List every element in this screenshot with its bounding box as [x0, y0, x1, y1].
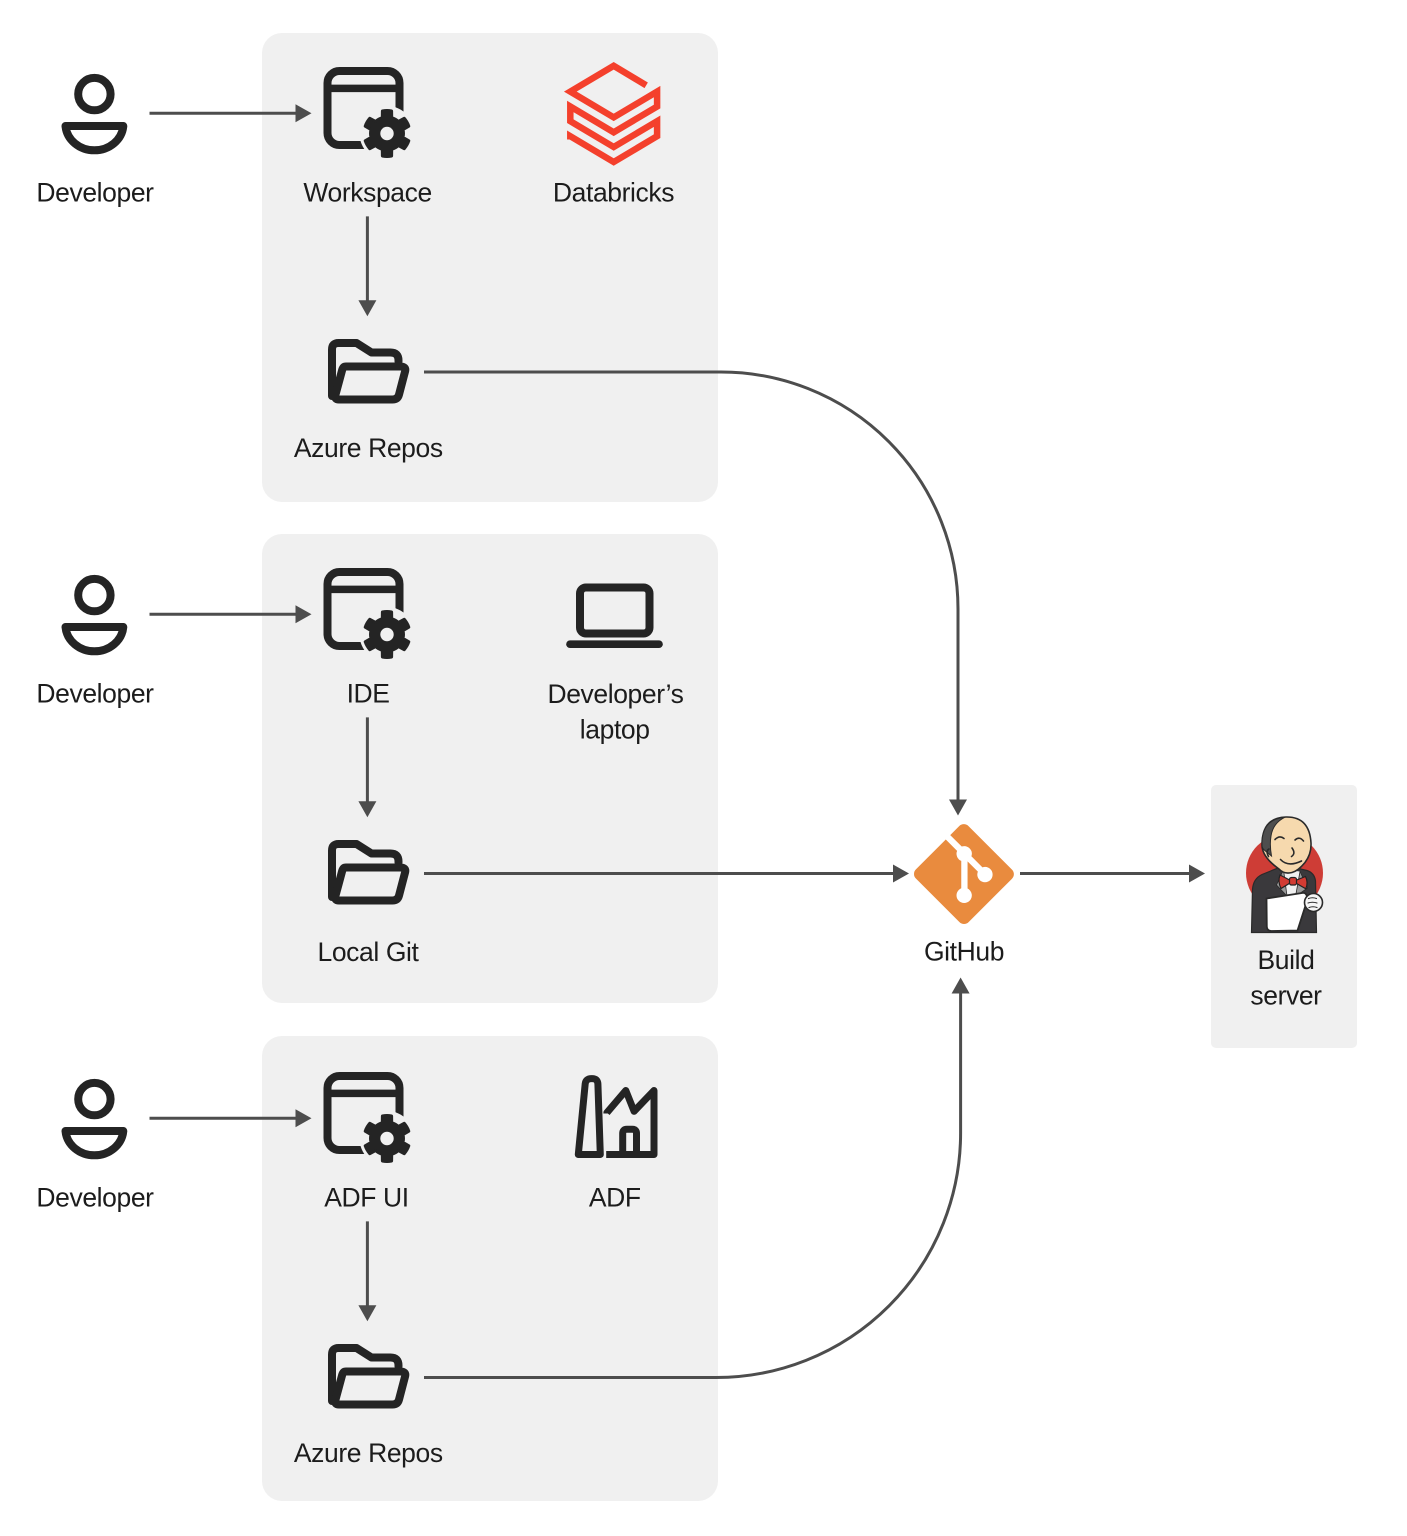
svg-text:ADF UI: ADF UI: [324, 1183, 408, 1213]
svg-text:Azure Repos: Azure Repos: [294, 1438, 443, 1468]
svg-text:Developer: Developer: [36, 1183, 154, 1213]
svg-text:server: server: [1250, 981, 1322, 1011]
svg-text:Local Git: Local Git: [318, 937, 420, 967]
svg-text:Build: Build: [1258, 945, 1315, 975]
svg-text:Workspace: Workspace: [303, 178, 431, 208]
svg-text:laptop: laptop: [580, 715, 650, 745]
svg-text:Databricks: Databricks: [553, 178, 674, 208]
svg-text:GitHub: GitHub: [924, 937, 1004, 967]
svg-text:Developer: Developer: [36, 679, 154, 709]
svg-text:Azure Repos: Azure Repos: [294, 433, 443, 463]
svg-text:Developer’s: Developer’s: [547, 679, 683, 709]
svg-text:Developer: Developer: [36, 178, 154, 208]
svg-text:ADF: ADF: [589, 1183, 641, 1213]
svg-text:IDE: IDE: [347, 679, 390, 709]
